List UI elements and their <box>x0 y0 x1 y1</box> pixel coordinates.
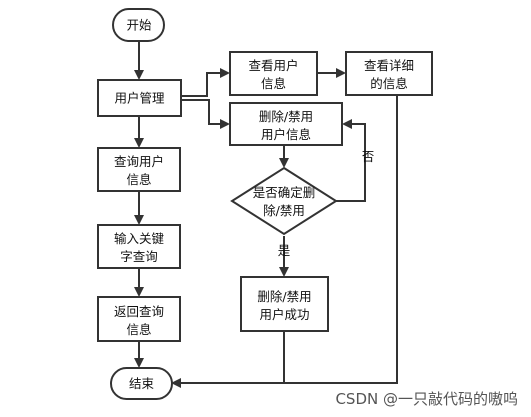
return-query-info-box <box>97 296 181 342</box>
confirm-decision-line-2: 除/禁用 <box>263 203 305 218</box>
query-user-info-line-1: 查询用户 <box>114 154 164 169</box>
node-return-query-info: 返回查询 信息 <box>97 296 181 342</box>
edge-confirm-no-loop <box>336 119 366 202</box>
confirm-decision-line-1: 是否确定删 <box>253 185 316 200</box>
input-keyword-box <box>97 224 181 269</box>
user-management-label: 用户管理 <box>114 91 165 106</box>
delete-ban-success-line-1: 删除/禁用 <box>257 289 311 304</box>
view-user-info-line-1: 查看用户 <box>248 58 298 73</box>
delete-ban-user-info-line-1: 删除/禁用 <box>259 109 313 124</box>
user-management-box <box>97 79 182 117</box>
start-terminal-shape <box>112 8 165 42</box>
delete-ban-user-info-line-2: 用户信息 <box>261 127 311 142</box>
node-end: 结束 <box>110 367 173 400</box>
input-keyword-line-1: 输入关键 <box>114 231 165 246</box>
return-query-info-line-2: 信息 <box>126 322 151 337</box>
confirm-decision-diamond <box>230 166 338 236</box>
view-user-info-line-2: 信息 <box>261 76 286 91</box>
node-delete-ban-user-info: 删除/禁用 用户信息 <box>229 102 343 146</box>
end-terminal-shape <box>110 367 173 400</box>
start-label: 开始 <box>126 18 152 33</box>
edge-user-mgmt-to-view-user <box>181 68 230 97</box>
node-view-user-info: 查看用户 信息 <box>229 51 318 96</box>
watermark-text: CSDN @一只敲代码的嗷呜 <box>335 390 518 408</box>
node-input-keyword: 输入关键 字查询 <box>97 224 181 269</box>
query-user-info-line-2: 信息 <box>126 172 151 187</box>
node-user-management: 用户管理 <box>97 79 182 117</box>
query-user-info-box <box>97 147 181 192</box>
view-detail-info-line-1: 查看详细 <box>364 58 414 73</box>
edge-label-yes: 是 <box>278 243 291 258</box>
node-start: 开始 <box>112 8 165 42</box>
node-confirm-decision: 是否确定删 除/禁用 <box>230 166 338 236</box>
delete-ban-success-box <box>240 276 329 332</box>
node-delete-ban-success: 删除/禁用 用户成功 <box>240 276 329 332</box>
view-detail-info-line-2: 的信息 <box>370 76 408 91</box>
edge-user-mgmt-to-delete-ban <box>181 99 230 129</box>
delete-ban-success-line-2: 用户成功 <box>259 307 309 322</box>
node-view-detail-info: 查看详细 的信息 <box>345 51 433 96</box>
node-query-user-info: 查询用户 信息 <box>97 147 181 192</box>
return-query-info-line-1: 返回查询 <box>114 304 164 319</box>
edge-label-no: 否 <box>362 149 375 164</box>
view-detail-info-box <box>345 51 433 96</box>
input-keyword-line-2: 字查询 <box>120 249 158 264</box>
edge-detail-to-end <box>171 95 398 388</box>
edges <box>134 41 398 388</box>
end-label: 结束 <box>129 376 155 391</box>
view-user-info-box <box>229 51 318 96</box>
delete-ban-user-info-box <box>229 102 343 146</box>
